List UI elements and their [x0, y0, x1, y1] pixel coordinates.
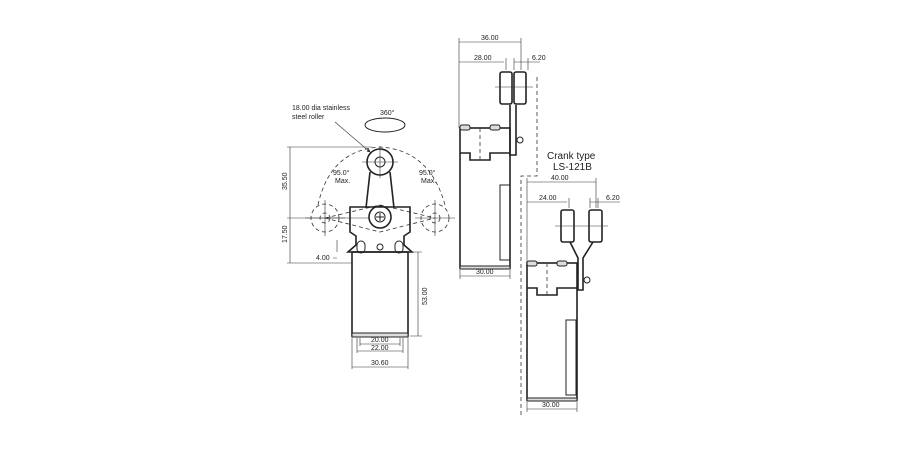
swing-guides — [324, 204, 436, 233]
side-roller-left — [499, 71, 513, 105]
crank-body — [526, 262, 578, 401]
crank-title: Crank type — [547, 151, 596, 162]
rotation-label: 360° — [380, 109, 395, 117]
dim-20-00: 20.00 — [371, 337, 389, 344]
side-base — [459, 265, 511, 270]
side-screw-left — [459, 124, 471, 131]
roller-note-line2: steel roller — [292, 114, 325, 121]
mount-hole-left — [356, 240, 366, 254]
side-lever — [509, 105, 517, 156]
front-view: 360° 18.00 dia stainless steel roller 95… — [282, 105, 455, 369]
crank-dimension-lines — [526, 178, 620, 263]
switch-body — [351, 251, 409, 337]
mount-hole-right — [394, 240, 404, 254]
dim-36-00: 36.00 — [481, 35, 499, 42]
roller-centerline — [362, 146, 398, 178]
side-dimension-lines — [458, 38, 540, 128]
dim-30-00-crank: 30.00 — [542, 402, 560, 409]
side-view: 36.00 28.00 6.20 30.00 — [458, 35, 546, 415]
crank-screw-left — [526, 260, 538, 267]
pivot-cross — [376, 213, 384, 221]
dim-4-00: 4.00 — [316, 255, 330, 262]
crank-base — [526, 397, 578, 402]
dim-30-60: 30.60 — [371, 360, 389, 367]
width-dimension-lines — [351, 338, 409, 369]
center-hole — [376, 243, 384, 251]
crank-view: Crank type LS-121B 40.00 24.00 6.20 30.0… — [526, 151, 620, 412]
side-screw-right — [489, 124, 501, 131]
side-width-lines — [459, 270, 511, 279]
dim-17-50: 17.50 — [282, 225, 289, 243]
crank-width-lines — [526, 402, 578, 412]
pivot-screw — [374, 211, 386, 223]
dim-6-20: 6.20 — [532, 55, 546, 62]
angle-left-label: 95.0° — [333, 169, 350, 177]
crank-lever — [569, 241, 594, 291]
dim-30-00: 30.00 — [476, 269, 494, 276]
side-body — [459, 127, 511, 269]
roller-note: 18.00 dia stainless — [292, 105, 350, 112]
dim-53-00: 53.00 — [422, 287, 429, 305]
angle-right-label: 95.0° — [419, 169, 436, 177]
dim-35-50: 35.50 — [282, 172, 289, 190]
crank-separator-line — [520, 77, 538, 415]
offset-dimension-lines — [333, 240, 353, 259]
crank-head-line — [527, 287, 577, 296]
side-lever-screw — [516, 136, 524, 144]
side-plunger — [499, 184, 511, 261]
height-dimension-lines — [287, 146, 372, 264]
crank-model: LS-121B — [553, 162, 592, 173]
crank-screw-right — [556, 260, 568, 267]
side-head-line — [460, 152, 510, 161]
dim-28-00: 28.00 — [474, 55, 492, 62]
lever-arm — [365, 171, 395, 209]
dim-22-00: 22.00 — [371, 345, 389, 352]
crank-lever-screw — [583, 276, 591, 284]
side-roller-right — [513, 71, 527, 105]
pivot — [368, 205, 392, 229]
crank-plunger — [565, 319, 577, 396]
roller-leader — [334, 121, 371, 153]
body-height-lines — [410, 251, 422, 337]
rotation-arrow-icon — [364, 117, 406, 133]
body-base — [351, 332, 409, 338]
angle-left-sub: Max. — [335, 178, 350, 185]
dim-40-00: 40.00 — [551, 175, 569, 182]
dim-24-00: 24.00 — [539, 195, 557, 202]
angle-right-sub: Max. — [421, 178, 436, 185]
dim-6-20-crank: 6.20 — [606, 195, 620, 202]
